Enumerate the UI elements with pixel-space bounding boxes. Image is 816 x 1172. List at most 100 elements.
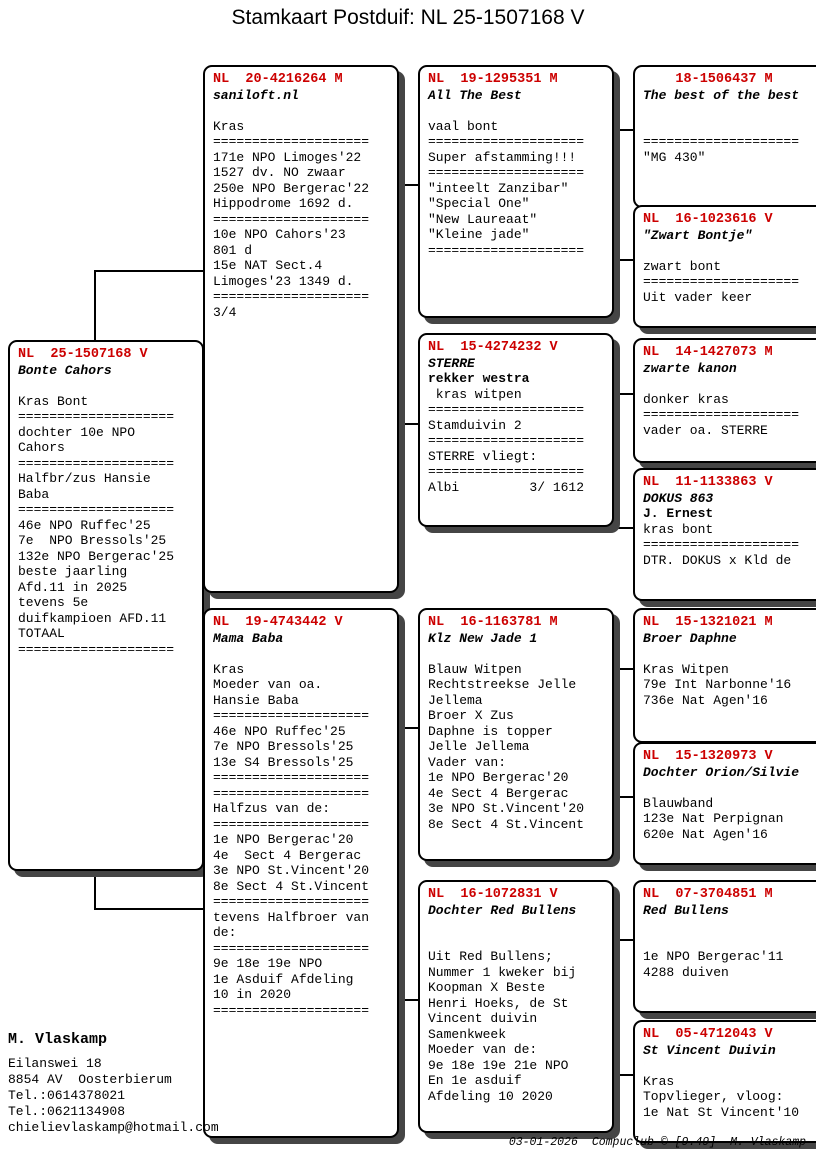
text-line: Baba	[18, 486, 50, 502]
text-line: Koopman X Beste	[428, 980, 546, 995]
text-line: Hansie Baba	[213, 692, 299, 708]
text-line: 8854 AV Oosterbierum	[8, 1072, 172, 1087]
pedigree-box-grandmother-paternal: NL 15-4274232 V STERRE rekker westra kra…	[418, 333, 614, 527]
text-line: Uit vader keer	[643, 289, 753, 305]
text-line: ====================	[18, 641, 175, 657]
connector-line	[612, 796, 633, 798]
ring-number: NL 16-1023616 V	[643, 212, 773, 227]
text-line: kras bont	[643, 521, 714, 537]
text-line	[643, 376, 816, 392]
text-line: Kras	[213, 118, 245, 134]
pigeon-name: Red Bullens	[643, 902, 729, 918]
text-line	[643, 119, 816, 135]
text-line	[428, 934, 604, 950]
pedigree-details: Kras Bont====================dochter 10e…	[18, 378, 194, 657]
text-line: ====================	[18, 409, 175, 424]
text-line	[643, 646, 816, 662]
text-line: Uit Red Bullens;	[428, 949, 553, 964]
text-line: "inteelt Zanzibar"	[428, 180, 569, 196]
text-line: vader oa. STERRE	[643, 422, 768, 438]
ring-number: NL 25-1507168 V	[18, 347, 148, 362]
text-line: ====================	[213, 785, 370, 801]
pigeon-name: zwarte kanon	[643, 360, 737, 376]
connector-line	[612, 1074, 633, 1076]
connector-line	[397, 184, 418, 186]
pigeon-name: Broer Daphne	[643, 630, 737, 646]
text-line: ====================	[213, 940, 370, 956]
connector-line	[612, 259, 633, 261]
text-line: Super afstamming!!!	[428, 149, 577, 165]
text-line: Nummer 1 kweker bij	[428, 964, 577, 980]
connector-line	[612, 393, 633, 395]
text-line: ====================	[213, 816, 370, 832]
text-line: 46e NPO Ruffec'25	[213, 723, 346, 739]
text-line: Daphne is topper	[428, 723, 553, 739]
text-line: 1e Nat St Vincent'10	[643, 1104, 800, 1120]
text-line: ====================	[213, 770, 370, 785]
text-line: DTR. DOKUS x Kld de	[643, 552, 792, 568]
text-line: Kras Bont	[18, 393, 89, 409]
text-line	[643, 1058, 816, 1074]
text-line	[643, 918, 816, 934]
pedigree-details: Kras====================171e NPO Limoges…	[213, 103, 389, 320]
text-line: 3e NPO St.Vincent'20	[213, 863, 370, 878]
pedigree-box-great-grandparent-2: NL 16-1023616 V "Zwart Bontje" zwart bon…	[633, 205, 816, 328]
text-line	[213, 103, 389, 119]
text-line: ====================	[428, 464, 585, 479]
text-line: 10 in 2020	[213, 987, 292, 1002]
text-line: 7e NPO Bressols'25	[18, 533, 167, 548]
ring-number: NL 14-1427073 M	[643, 345, 773, 360]
text-line: Kras Witpen	[643, 661, 729, 677]
text-line: 8e Sect 4 St.Vincent	[213, 878, 370, 894]
text-line: donker kras	[643, 391, 729, 407]
text-line: Vincent duivin	[428, 1011, 538, 1026]
text-line: ====================	[428, 242, 585, 258]
text-line: 10e NPO Cahors'23	[213, 227, 346, 242]
pedigree-box-father: NL 20-4216264 M saniloft.nl Kras========…	[203, 65, 399, 593]
text-line: ====================	[213, 894, 370, 909]
pigeon-name: The best of the best	[643, 87, 800, 103]
text-line: Hippodrome 1692 d.	[213, 196, 354, 211]
text-line: "New Laureaat"	[428, 211, 538, 227]
pigeon-name: Dochter Red Bullens	[428, 902, 577, 918]
ring-number: 18-1506437 M	[643, 72, 773, 87]
text-line	[428, 646, 604, 662]
connector-line	[397, 423, 418, 425]
text-line: Blauwband	[643, 795, 714, 811]
text-line: Albi 3/ 1612	[428, 479, 585, 495]
text-line: 9e 18e 19e 21e NPO	[428, 1057, 569, 1073]
text-line: ====================	[643, 537, 800, 552]
text-line: 4e Sect 4 Bergerac	[213, 847, 362, 863]
ring-number: NL 19-1295351 M	[428, 72, 558, 87]
text-line: Blauw Witpen	[428, 661, 522, 677]
text-line	[213, 646, 389, 662]
text-line: Limoges'23 1349 d.	[213, 273, 354, 289]
text-line: 620e Nat Agen'16	[643, 826, 768, 842]
text-line: Topvlieger, vloog:	[643, 1089, 784, 1104]
ring-number: NL 07-3704851 M	[643, 887, 773, 902]
pedigree-box-grandfather-maternal: NL 16-1163781 M Klz New Jade 1 Blauw Wit…	[418, 608, 614, 861]
pedigree-box-great-grandparent-5: NL 15-1321021 M Broer Daphne Kras Witpen…	[633, 608, 816, 743]
ring-number: NL 15-1321021 M	[643, 615, 773, 630]
text-line: vaal bont	[428, 118, 499, 134]
text-line: "Special One"	[428, 196, 530, 211]
text-line: Eilanswei 18	[8, 1056, 102, 1071]
text-line: beste jaarling	[18, 564, 128, 579]
pedigree-details: donker kras====================vader oa.…	[643, 376, 816, 438]
text-line: Halfbr/zus Hansie	[18, 471, 151, 486]
text-line: 250e NPO Bergerac'22	[213, 180, 370, 196]
pedigree-box-grandmother-maternal: NL 16-1072831 V Dochter Red Bullens Uit …	[418, 880, 614, 1133]
pigeon-name: All The Best	[428, 87, 522, 103]
text-line	[18, 378, 194, 394]
print-date: 03-01-2026	[508, 1136, 578, 1149]
connector-line	[397, 727, 418, 729]
pedigree-box-great-grandparent-6: NL 15-1320973 V Dochter Orion/Silvie Bla…	[633, 742, 816, 865]
text-line: 132e NPO Bergerac'25	[18, 548, 175, 564]
connector-line	[94, 270, 96, 342]
